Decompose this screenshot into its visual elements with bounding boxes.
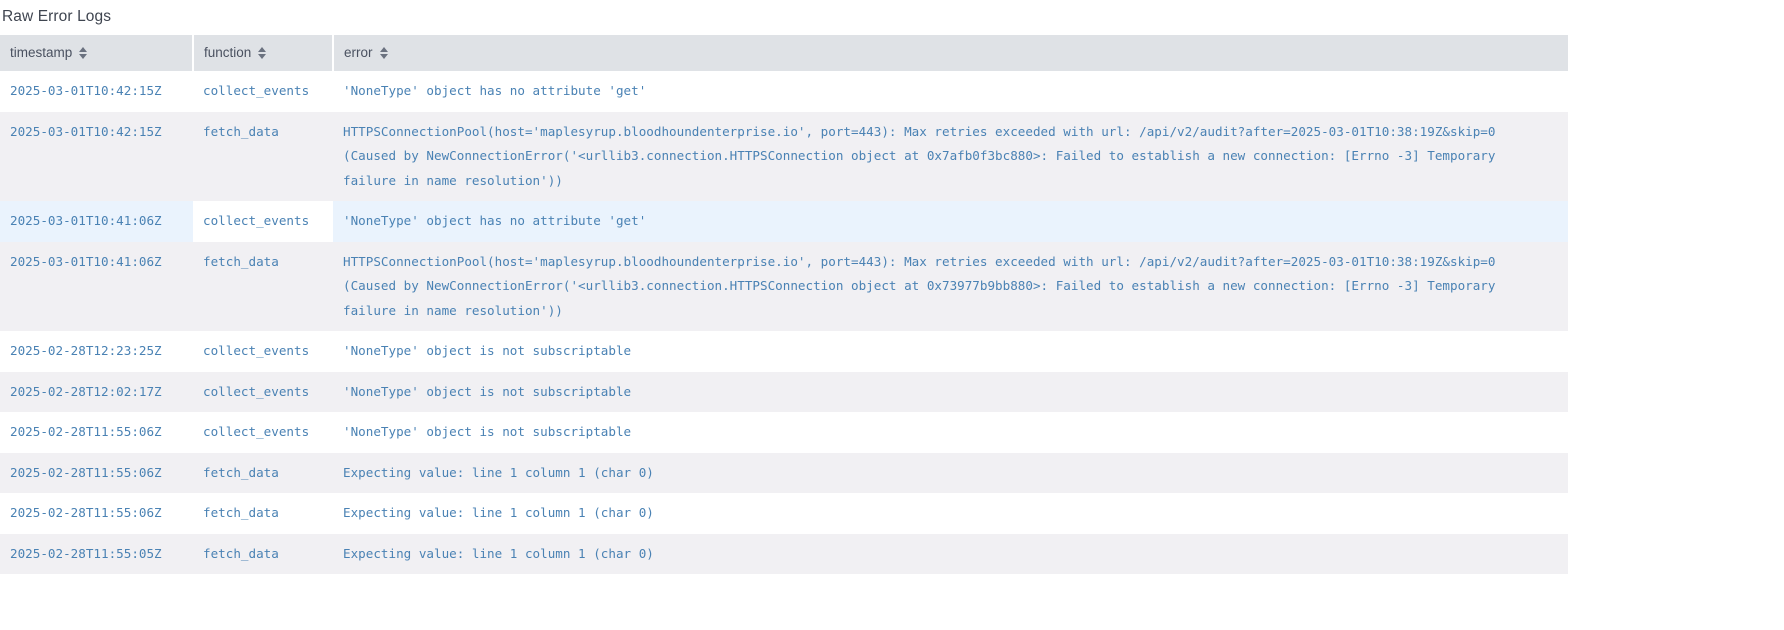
error-logs-table: timestamp function error [0, 35, 1568, 574]
cell-function: fetch_data [193, 493, 333, 534]
cell-error: HTTPSConnectionPool(host='maplesyrup.blo… [333, 111, 1568, 201]
cell-timestamp: 2025-03-01T10:42:15Z [0, 71, 193, 112]
cell-timestamp: 2025-03-01T10:42:15Z [0, 111, 193, 201]
column-header-error[interactable]: error [333, 35, 1568, 71]
sort-updown-icon[interactable] [379, 46, 389, 60]
sort-updown-icon[interactable] [258, 46, 267, 60]
cell-error: Expecting value: line 1 column 1 (char 0… [333, 452, 1568, 493]
column-header-label: timestamp [10, 45, 73, 60]
cell-function: fetch_data [193, 241, 333, 331]
cell-timestamp: 2025-02-28T11:55:05Z [0, 533, 193, 574]
cell-timestamp: 2025-03-01T10:41:06Z [0, 241, 193, 331]
cell-timestamp: 2025-02-28T12:02:17Z [0, 371, 193, 412]
cell-function: fetch_data [193, 111, 333, 201]
cell-error: Expecting value: line 1 column 1 (char 0… [333, 493, 1568, 534]
cell-error: 'NoneType' object is not subscriptable [333, 331, 1568, 372]
column-header-label: function [204, 45, 252, 60]
cell-timestamp: 2025-02-28T12:23:25Z [0, 331, 193, 372]
raw-error-logs-panel: Raw Error Logs timestamp function [0, 8, 1784, 594]
cell-error: HTTPSConnectionPool(host='maplesyrup.blo… [333, 241, 1568, 331]
table-header: timestamp function error [0, 35, 1568, 71]
cell-function: fetch_data [193, 533, 333, 574]
cell-error: Expecting value: line 1 column 1 (char 0… [333, 533, 1568, 574]
cell-timestamp: 2025-03-01T10:41:06Z [0, 201, 193, 242]
cell-timestamp: 2025-02-28T11:55:06Z [0, 493, 193, 534]
column-header-function[interactable]: function [193, 35, 334, 71]
cell-error: 'NoneType' object is not subscriptable [333, 412, 1568, 453]
cell-error: 'NoneType' object has no attribute 'get' [333, 201, 1568, 242]
cell-timestamp: 2025-02-28T11:55:06Z [0, 452, 193, 493]
column-header-label: error [344, 45, 373, 60]
cell-timestamp: 2025-02-28T11:55:06Z [0, 412, 193, 453]
column-header-timestamp[interactable]: timestamp [0, 35, 194, 71]
panel-bottom-spacer [0, 574, 1784, 594]
sort-updown-icon[interactable] [79, 46, 88, 60]
page-title: Raw Error Logs [2, 8, 112, 25]
cell-function: collect_events [193, 412, 333, 453]
table-header-row: timestamp function error [0, 35, 1568, 71]
cell-function: collect_events [193, 201, 333, 242]
cell-function: fetch_data [193, 452, 333, 493]
cell-error: 'NoneType' object is not subscriptable [333, 371, 1568, 412]
cell-function: collect_events [193, 71, 333, 112]
cell-error: 'NoneType' object has no attribute 'get' [333, 71, 1568, 112]
cell-function: collect_events [193, 331, 333, 372]
cell-function: collect_events [193, 371, 333, 412]
